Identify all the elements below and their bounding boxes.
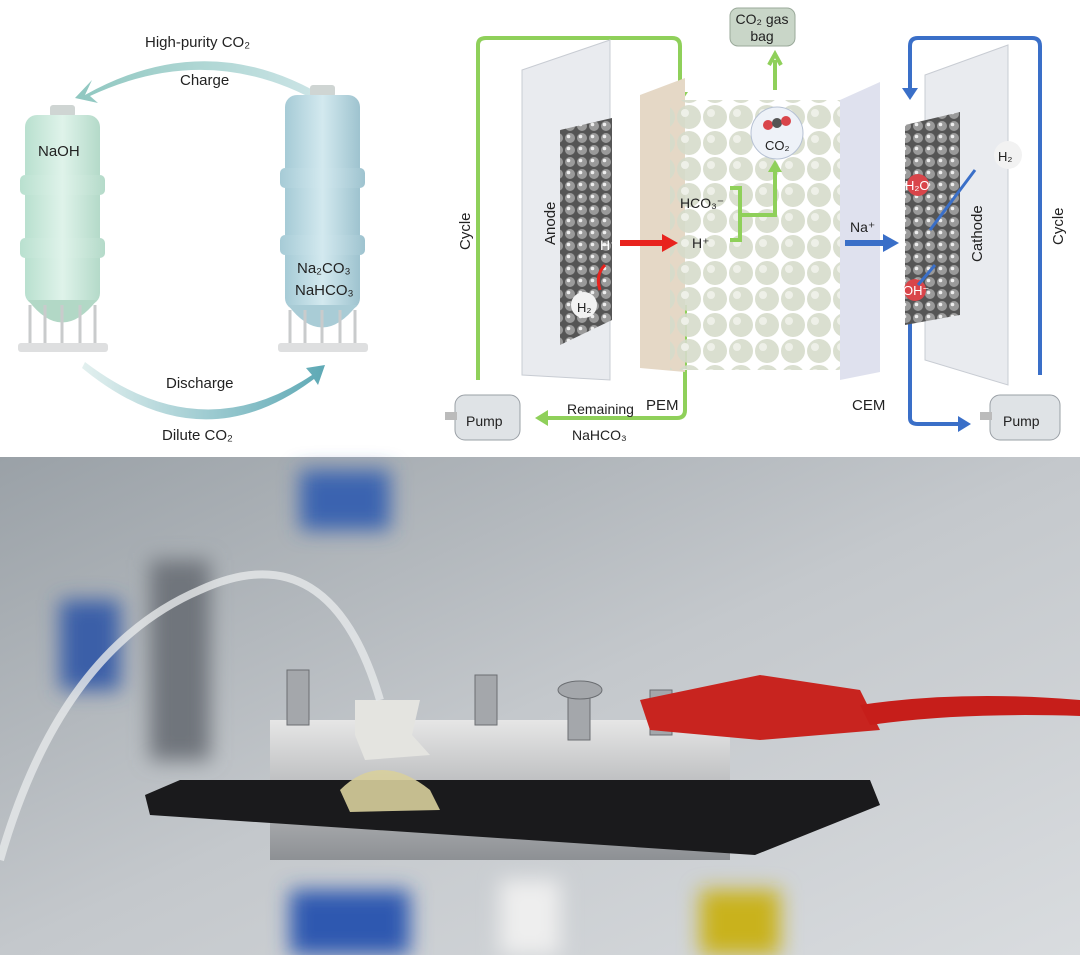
anode-h2-label: H₂ — [577, 300, 591, 315]
anolyte-flow-loop — [476, 36, 687, 420]
device-photo — [0, 457, 1080, 955]
left-pump-label: Pump — [466, 413, 503, 429]
co2-gas-bag: CO₂ gas bag — [729, 7, 796, 47]
right-pump: Pump — [980, 394, 1061, 441]
cem-label: CEM — [852, 397, 885, 414]
naoh-cell: NaOH — [18, 105, 108, 352]
cathode-catalyst — [905, 112, 960, 325]
co2-out-arrow — [767, 49, 783, 90]
dilute-co2-label: Dilute CO₂ — [162, 427, 233, 444]
anode-label: Anode — [542, 202, 559, 245]
co2-bubble: CO₂ — [750, 106, 804, 160]
pem-label: PEM — [646, 397, 679, 414]
gas-bag-label-line1: CO₂ gas — [736, 11, 789, 27]
discharge-arrow — [82, 362, 325, 420]
black-plate — [145, 780, 880, 855]
cathode-h2-label: H₂ — [998, 149, 1012, 164]
gas-bag-label-line2: bag — [750, 28, 773, 44]
red-clip — [640, 675, 880, 740]
remaining-label: Remaining — [567, 401, 634, 417]
tube — [0, 570, 384, 862]
naoh-label: NaOH — [38, 143, 80, 160]
battery-cycle-panel: High-purity CO₂ Charge NaOH Na₂CO₃ NaHCO… — [18, 34, 368, 444]
cem-membrane — [840, 82, 880, 380]
charge-arrow — [75, 61, 330, 104]
left-pump: Pump — [445, 394, 521, 441]
bicarbonate-bracket — [730, 170, 777, 242]
hydroxide-label: OH⁻ — [903, 283, 929, 298]
high-purity-co2-label: High-purity CO₂ — [145, 34, 250, 51]
water-label: H₂O — [905, 178, 930, 193]
na2co3-label: Na₂CO₃ — [297, 260, 351, 277]
cathode-label: Cathode — [969, 205, 986, 262]
charge-label: Charge — [180, 72, 229, 89]
right-pump-label: Pump — [1003, 413, 1040, 429]
red-wire — [860, 696, 1080, 725]
bicarbonate-label: HCO₃⁻ — [680, 195, 724, 211]
left-cycle-label: Cycle — [457, 212, 474, 250]
electrochemical-cell-panel: CO₂ gas bag Anode H⁺ H₂ PEM CEM H⁺ HCO₃⁻… — [445, 7, 1067, 443]
electrolyte-proton-label: H⁺ — [692, 235, 710, 251]
right-cycle-label: Cycle — [1050, 207, 1067, 245]
nahco3-label: NaHCO₃ — [295, 282, 354, 299]
carbonate-cell: Na₂CO₃ NaHCO₃ — [278, 85, 368, 352]
catholyte-flow-loop — [908, 36, 1042, 426]
tube-fitting — [355, 700, 430, 760]
sodium-label: Na⁺ — [850, 219, 875, 235]
co2-bubble-label: CO₂ — [765, 138, 790, 153]
remaining-nahco3-label: NaHCO₃ — [572, 427, 627, 443]
discharge-label: Discharge — [166, 375, 234, 392]
anode-proton-label: H⁺ — [600, 237, 618, 253]
